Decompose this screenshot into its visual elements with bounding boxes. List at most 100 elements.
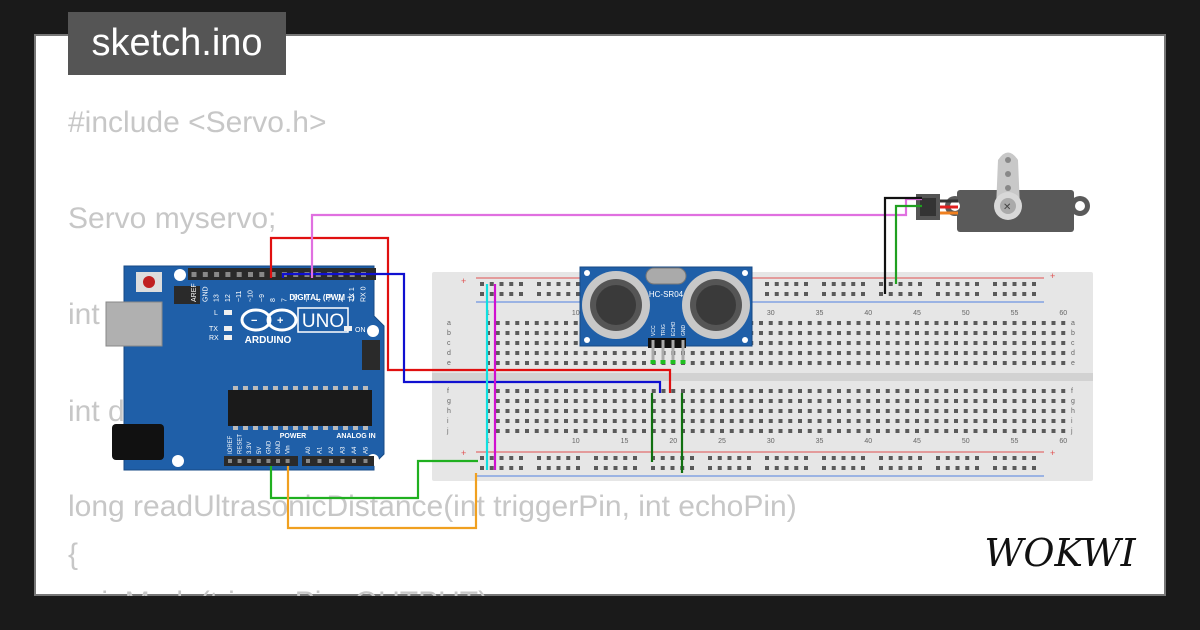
bottom-pin-label: RESET [238,434,244,454]
column-number: 10 [572,438,580,445]
bottom-pin-label: 3.3V [247,442,253,454]
sensor-pin-label: ECHO [671,321,677,336]
digital-pin-label: 8 [270,298,277,302]
row-letter: f [447,388,449,395]
arduino-model-label: UNO [302,311,344,332]
sensor-pin-label: GND [681,325,687,337]
column-number: 55 [1011,438,1019,445]
row-letter: d [447,350,451,357]
wokwi-logo: WOKWI [984,531,1136,575]
column-number: 45 [913,310,921,317]
code-line: #include <Servo.h> [68,106,327,139]
led-on-label: ON [355,327,366,334]
digital-pin-label: ~11 [236,291,243,302]
svg-text:+: + [461,276,466,286]
led-tx-label: TX [209,326,218,333]
code-line: int [68,298,100,331]
servo-motor: ✕ [916,152,1090,232]
svg-text:+: + [277,315,283,327]
servo-screw-icon [1000,198,1016,214]
digital-pin-label: ~6 [293,294,300,302]
digital-pin-label: ~10 [248,290,255,302]
row-letter: c [447,340,451,347]
row-letter: b [447,330,451,337]
column-number: 30 [767,438,775,445]
svg-text:✕: ✕ [1003,202,1011,213]
svg-text:−: − [251,315,257,327]
column-number: 45 [913,438,921,445]
sensor-pin-label: VCC [651,325,657,336]
digital-pin-label: GND [202,286,209,302]
column-number: 60 [1059,438,1067,445]
row-letter: f [1071,388,1073,395]
row-letter: j [1070,428,1073,435]
column-number: 20 [669,438,677,445]
hc-sr04-sensor: HC-SR04 VCC TRIG ECHO GND [579,266,753,348]
column-number: 25 [718,438,726,445]
digital-pin-label: AREF [191,283,198,302]
column-number: 40 [864,438,872,445]
power-header-label: POWER [280,433,306,440]
transducer-left-icon [582,271,650,339]
bottom-pin-label: A2 [329,446,335,454]
code-line: { [68,538,79,571]
atmega-chip [228,390,372,426]
row-letter: h [447,408,451,415]
bottom-pin-label: GND [276,440,282,454]
digital-pin-label: TX 1 [349,287,356,302]
bottom-pin-label: 5V [257,447,263,454]
row-letter: i [1071,418,1073,425]
column-number: 10 [572,310,580,317]
sensor-label: HC-SR04 [649,290,684,299]
row-letter: a [1071,320,1075,327]
analog-header-label: ANALOG IN [336,433,375,440]
row-letter: d [1071,350,1075,357]
wokwi-logo-text: WOKWI [984,531,1136,575]
bottom-pin-label: IOREF [228,435,234,454]
row-letter: h [1071,408,1075,415]
wires [269,196,922,530]
code-line: long readUltrasonicDistance(int triggerP… [68,490,797,523]
usb-port-icon [105,301,163,347]
row-letter: c [1071,340,1075,347]
arduino-brand-label: ARDUINO [245,335,292,346]
bottom-pin-label: A1 [318,446,324,454]
digital-pin-label: 4 [315,298,322,302]
led-l-label: L [214,310,218,317]
column-number: 50 [962,310,970,317]
row-letter: e [1071,360,1075,367]
digital-pin-label: ~5 [304,294,311,302]
row-letter: i [447,418,449,425]
digital-pin-label: ~3 [327,294,334,302]
power-jack-icon [112,424,164,460]
sensor-pin-label: TRIG [661,324,667,336]
led-rx-label: RX [209,335,219,342]
row-letter: b [1071,330,1075,337]
bottom-pin-label: Vin [286,445,292,454]
svg-text:+: + [461,448,466,458]
breadboard: 1110101515202025253030353540404545505055… [432,271,1093,481]
svg-text:+: + [1050,448,1055,458]
row-letter: g [447,398,451,405]
code-line: pinMode(triggerPin, OUTPUT); [68,586,497,596]
column-number: 50 [962,438,970,445]
digital-pin-label: 2 [338,298,345,302]
column-number: 40 [864,310,872,317]
column-number: 35 [816,438,824,445]
row-letter: j [446,428,449,435]
column-number: 55 [1011,310,1019,317]
power-header [224,456,298,466]
row-letter: e [447,360,451,367]
digital-pin-label: 13 [214,294,221,302]
row-letter: g [1071,398,1075,405]
svg-text:+: + [1050,271,1055,281]
analog-header [302,456,374,466]
transducer-right-icon [682,271,750,339]
column-number: 60 [1059,310,1067,317]
code-line: int d [68,395,125,428]
digital-pin-label: ~9 [259,294,266,302]
column-number: 15 [621,438,629,445]
bottom-pin-label: A0 [306,446,312,454]
